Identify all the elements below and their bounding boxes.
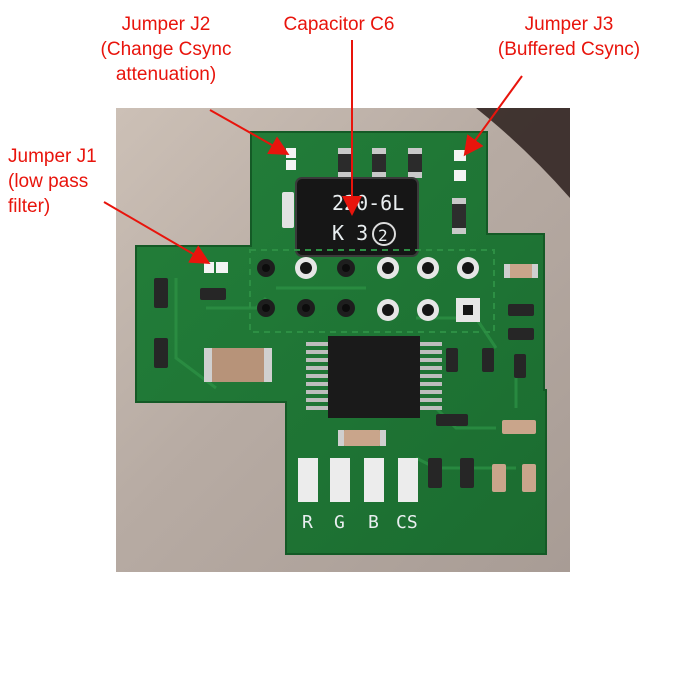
jumper-j1-title: Jumper J1 (8, 146, 97, 167)
jumper-j2-title: Jumper J2 (121, 14, 211, 35)
jumper-j3-desc: (Buffered Csync) (497, 39, 641, 60)
pad-label-g: G (334, 512, 345, 533)
jumper-j2-desc-2: attenuation) (115, 64, 217, 85)
jumper-j1-desc-1: (low pass (8, 171, 89, 192)
jumper-j3-pad-a (454, 150, 466, 161)
left-smd-components (154, 278, 272, 382)
jumper-j2-label: Jumper J2 (Change Csync attenuation) (88, 12, 244, 87)
pad-label-cs: CS (396, 512, 418, 533)
background-shadow (476, 108, 570, 198)
jumper-j3-title: Jumper J3 (524, 14, 614, 35)
right-smd-components (504, 264, 538, 340)
pad-label-r: R (302, 512, 313, 533)
jumper-j1-pad-a (204, 262, 214, 273)
pad-b (364, 458, 384, 502)
pcb-photo: 220-6L K 3 2 (116, 108, 570, 572)
inductor-marking-ring (372, 222, 396, 246)
jumper-j3-label: Jumper J3 (Buffered Csync) (484, 12, 654, 62)
output-pads (298, 458, 418, 502)
inductor-marking-bottom: K 3 (332, 221, 368, 245)
jumper-j1-label: Jumper J1 (low pass filter) (8, 144, 112, 219)
inductor-marking-top: 220-6L (332, 191, 404, 215)
jumper-j2-pad-a (286, 148, 296, 158)
top-smd-components (282, 148, 466, 234)
jumper-j3-pad-b (454, 170, 466, 181)
pad-r (298, 458, 318, 502)
capacitor-c6-title: Capacitor C6 (283, 14, 395, 35)
jumper-j1-desc-2: filter) (8, 196, 51, 217)
capacitor-c6-label: Capacitor C6 (272, 12, 406, 37)
capacitor-c6-inductor: 220-6L K 3 2 (295, 177, 419, 257)
pad-g (330, 458, 350, 502)
pad-cs (398, 458, 418, 502)
inductor-marking-circle: 2 (378, 226, 388, 245)
header-pins (249, 249, 495, 333)
bottom-right-components (428, 458, 536, 492)
resistors-right (338, 348, 536, 446)
pad-label-b: B (368, 512, 379, 533)
jumper-j1-pad-b (216, 262, 228, 273)
jumper-j2-pad-b (286, 160, 296, 170)
jumper-j2-desc-1: (Change Csync (100, 39, 232, 60)
ic-chip (306, 336, 442, 418)
